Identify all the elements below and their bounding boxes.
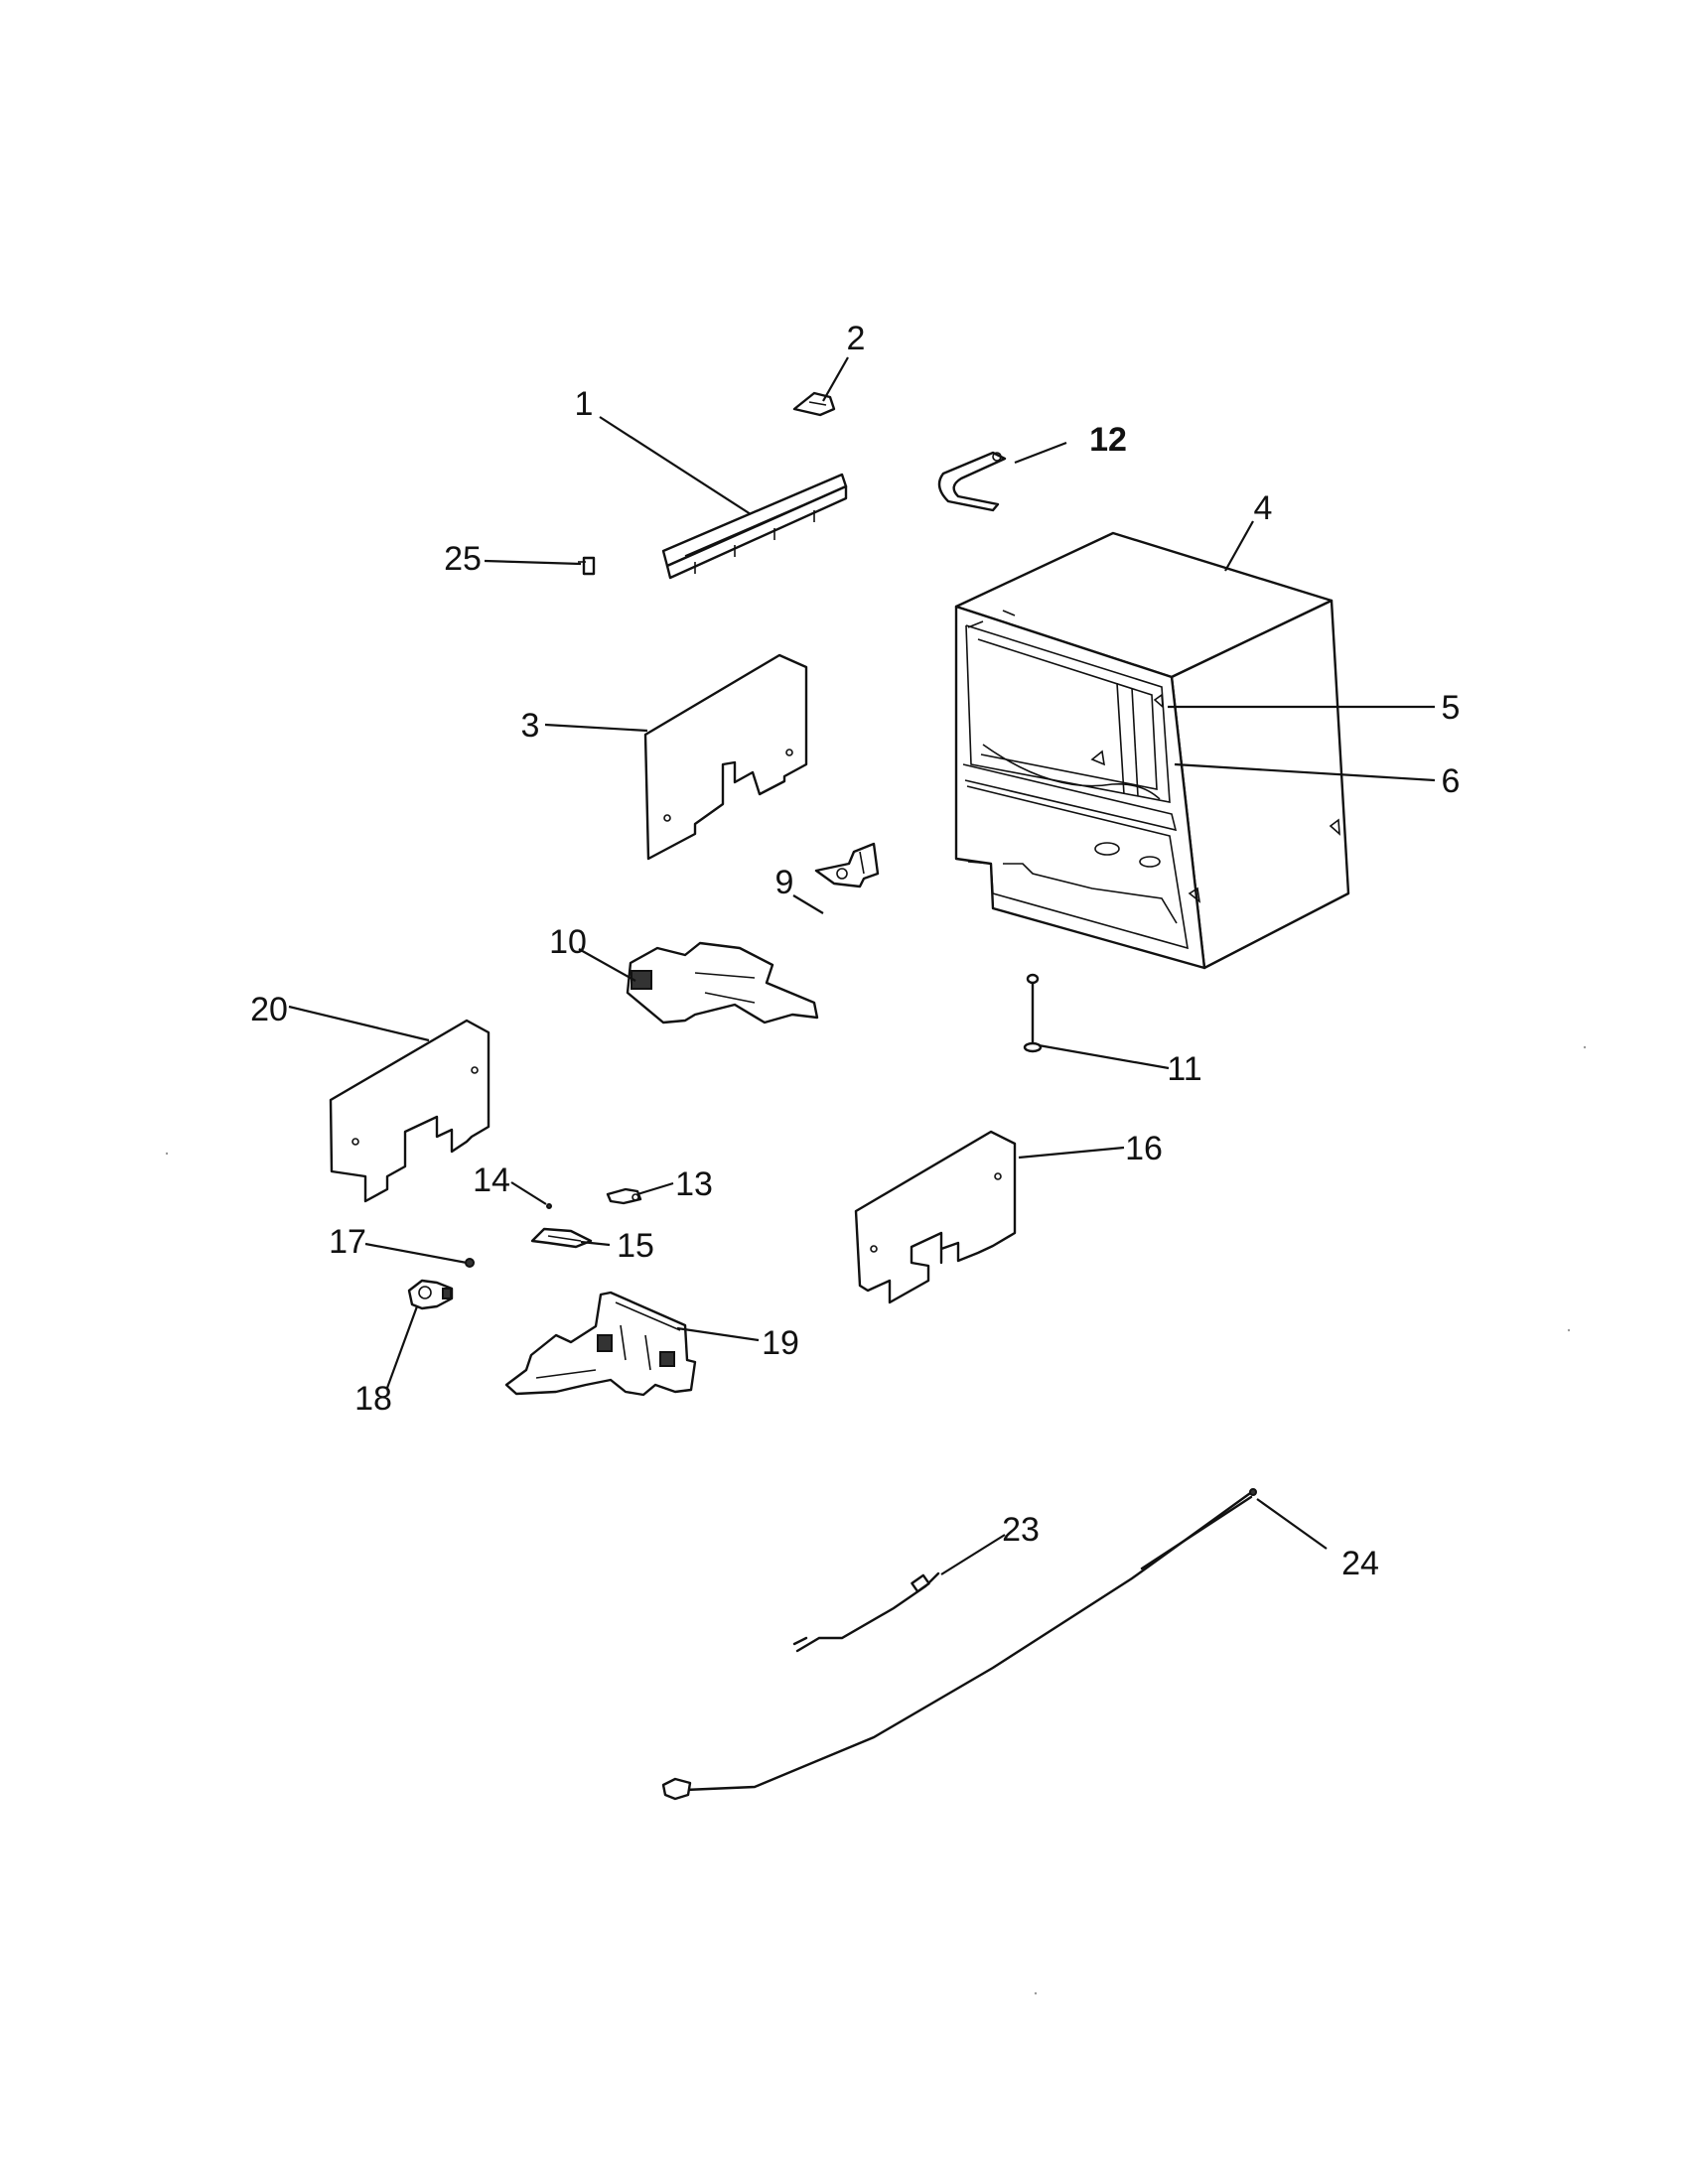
leader-18 <box>385 1305 419 1389</box>
leader-15 <box>580 1240 611 1247</box>
leader-9 <box>792 894 824 914</box>
callout-1: 1 <box>575 385 594 423</box>
part-base-19 <box>504 1291 697 1397</box>
callout-5: 5 <box>1442 689 1461 727</box>
part-pin-14 <box>546 1203 552 1209</box>
leader-25 <box>484 559 582 566</box>
part-valve-18 <box>407 1279 454 1310</box>
callout-labels: 1 2 12 4 25 3 5 6 9 10 11 20 16 13 14 15… <box>250 320 1460 1582</box>
callout-18: 18 <box>354 1380 392 1418</box>
callout-6: 6 <box>1442 762 1461 800</box>
leader-24 <box>1256 1498 1328 1550</box>
leader-20 <box>288 1005 430 1042</box>
callout-16: 16 <box>1125 1130 1163 1167</box>
part-nut-17 <box>465 1258 475 1268</box>
leader-1 <box>599 416 752 515</box>
leader-10 <box>578 948 636 982</box>
callout-17: 17 <box>329 1223 366 1261</box>
leader-4 <box>1224 520 1254 572</box>
part-panel-3 <box>643 653 808 861</box>
callout-20: 20 <box>250 991 288 1028</box>
callout-15: 15 <box>617 1227 654 1265</box>
callout-23: 23 <box>1002 1511 1040 1549</box>
leader-3 <box>544 723 648 733</box>
callout-2: 2 <box>847 320 866 357</box>
callout-11: 11 <box>1167 1050 1201 1088</box>
part-clip-2 <box>792 391 836 417</box>
callout-10: 10 <box>549 923 587 961</box>
callout-3: 3 <box>521 707 540 745</box>
part-clip-13 <box>606 1187 642 1205</box>
part-bracket-10 <box>626 941 819 1024</box>
part-bolt-11 <box>1023 973 1043 1053</box>
callout-14: 14 <box>473 1161 510 1199</box>
part-cabinet <box>954 531 1350 970</box>
callout-12: 12 <box>1089 421 1127 459</box>
leader-14 <box>510 1181 547 1205</box>
part-fastener-25 <box>578 556 596 576</box>
callout-24: 24 <box>1341 1545 1379 1582</box>
leader-6 <box>1174 762 1436 782</box>
leader-13 <box>636 1181 674 1196</box>
leader-12 <box>1014 441 1067 465</box>
part-rail <box>661 473 848 580</box>
part-panel-20 <box>329 1019 491 1203</box>
callout-9: 9 <box>775 864 794 901</box>
callout-19: 19 <box>762 1324 799 1362</box>
part-panel-16 <box>854 1130 1017 1304</box>
part-bracket-12 <box>937 451 1007 512</box>
leader-17 <box>364 1242 468 1265</box>
scan-specks <box>165 1045 1587 1995</box>
leader-19 <box>676 1326 760 1342</box>
leader-lines <box>288 356 1436 1575</box>
leader-11 <box>1038 1043 1170 1070</box>
part-harness-23 <box>792 1571 940 1653</box>
leader-16 <box>1018 1146 1125 1160</box>
part-harness-24 <box>661 1488 1257 1801</box>
leader-2 <box>822 356 849 402</box>
part-clip-15 <box>530 1227 593 1249</box>
callout-13: 13 <box>675 1165 713 1203</box>
part-latch-9 <box>814 842 880 888</box>
leader-23 <box>940 1534 1006 1575</box>
callout-4: 4 <box>1254 489 1273 527</box>
callout-25: 25 <box>444 540 482 578</box>
